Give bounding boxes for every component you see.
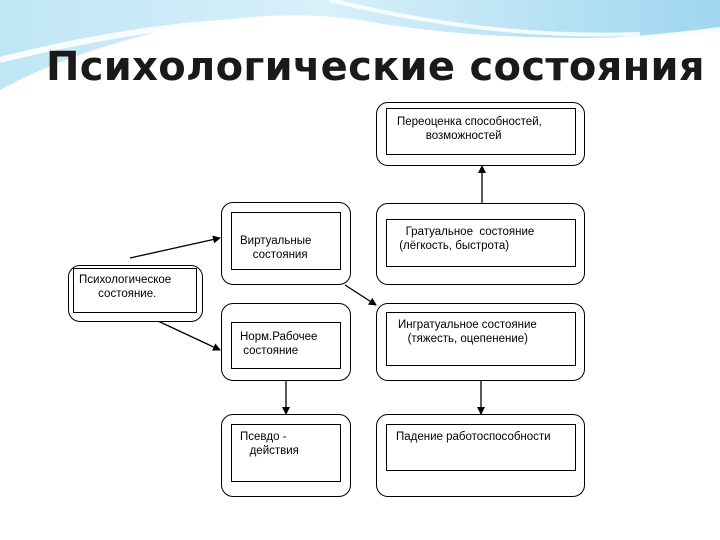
arrow-psych-to-virtual	[129, 235, 221, 259]
node-virtual-inner	[231, 212, 341, 270]
node-pseudo-inner	[231, 424, 341, 482]
node-normal-label: Норм.Рабочее состояние	[240, 331, 318, 357]
node-normal-inner	[231, 322, 341, 369]
header-swoosh-decoration	[0, 0, 720, 90]
node-decline-label: Падение работоспособности	[396, 431, 551, 443]
node-ingratual-label: Ингратуальное состояние (тяжесть, оцепен…	[398, 319, 537, 345]
node-gratual-inner	[386, 219, 576, 267]
arrow-virtual-to-ingratual	[344, 284, 377, 306]
node-pseudo-label: Псевдо - действия	[240, 431, 299, 457]
node-gratual-label: Гратуальное состояние (лёгкость, быстрот…	[399, 226, 535, 252]
node-psych-state-inner	[73, 268, 197, 313]
node-psych-state-label: Психологическое состояние.	[79, 274, 172, 300]
node-virtual-label: Виртуальные состояния	[240, 235, 312, 261]
node-ingratual-inner	[386, 312, 576, 366]
node-reassessment-inner	[386, 108, 576, 155]
node-reassessment-label: Переоценка способностей, возможностей	[397, 116, 542, 142]
node-decline-inner	[386, 424, 576, 471]
page-title: Психологические состояния	[46, 44, 705, 90]
